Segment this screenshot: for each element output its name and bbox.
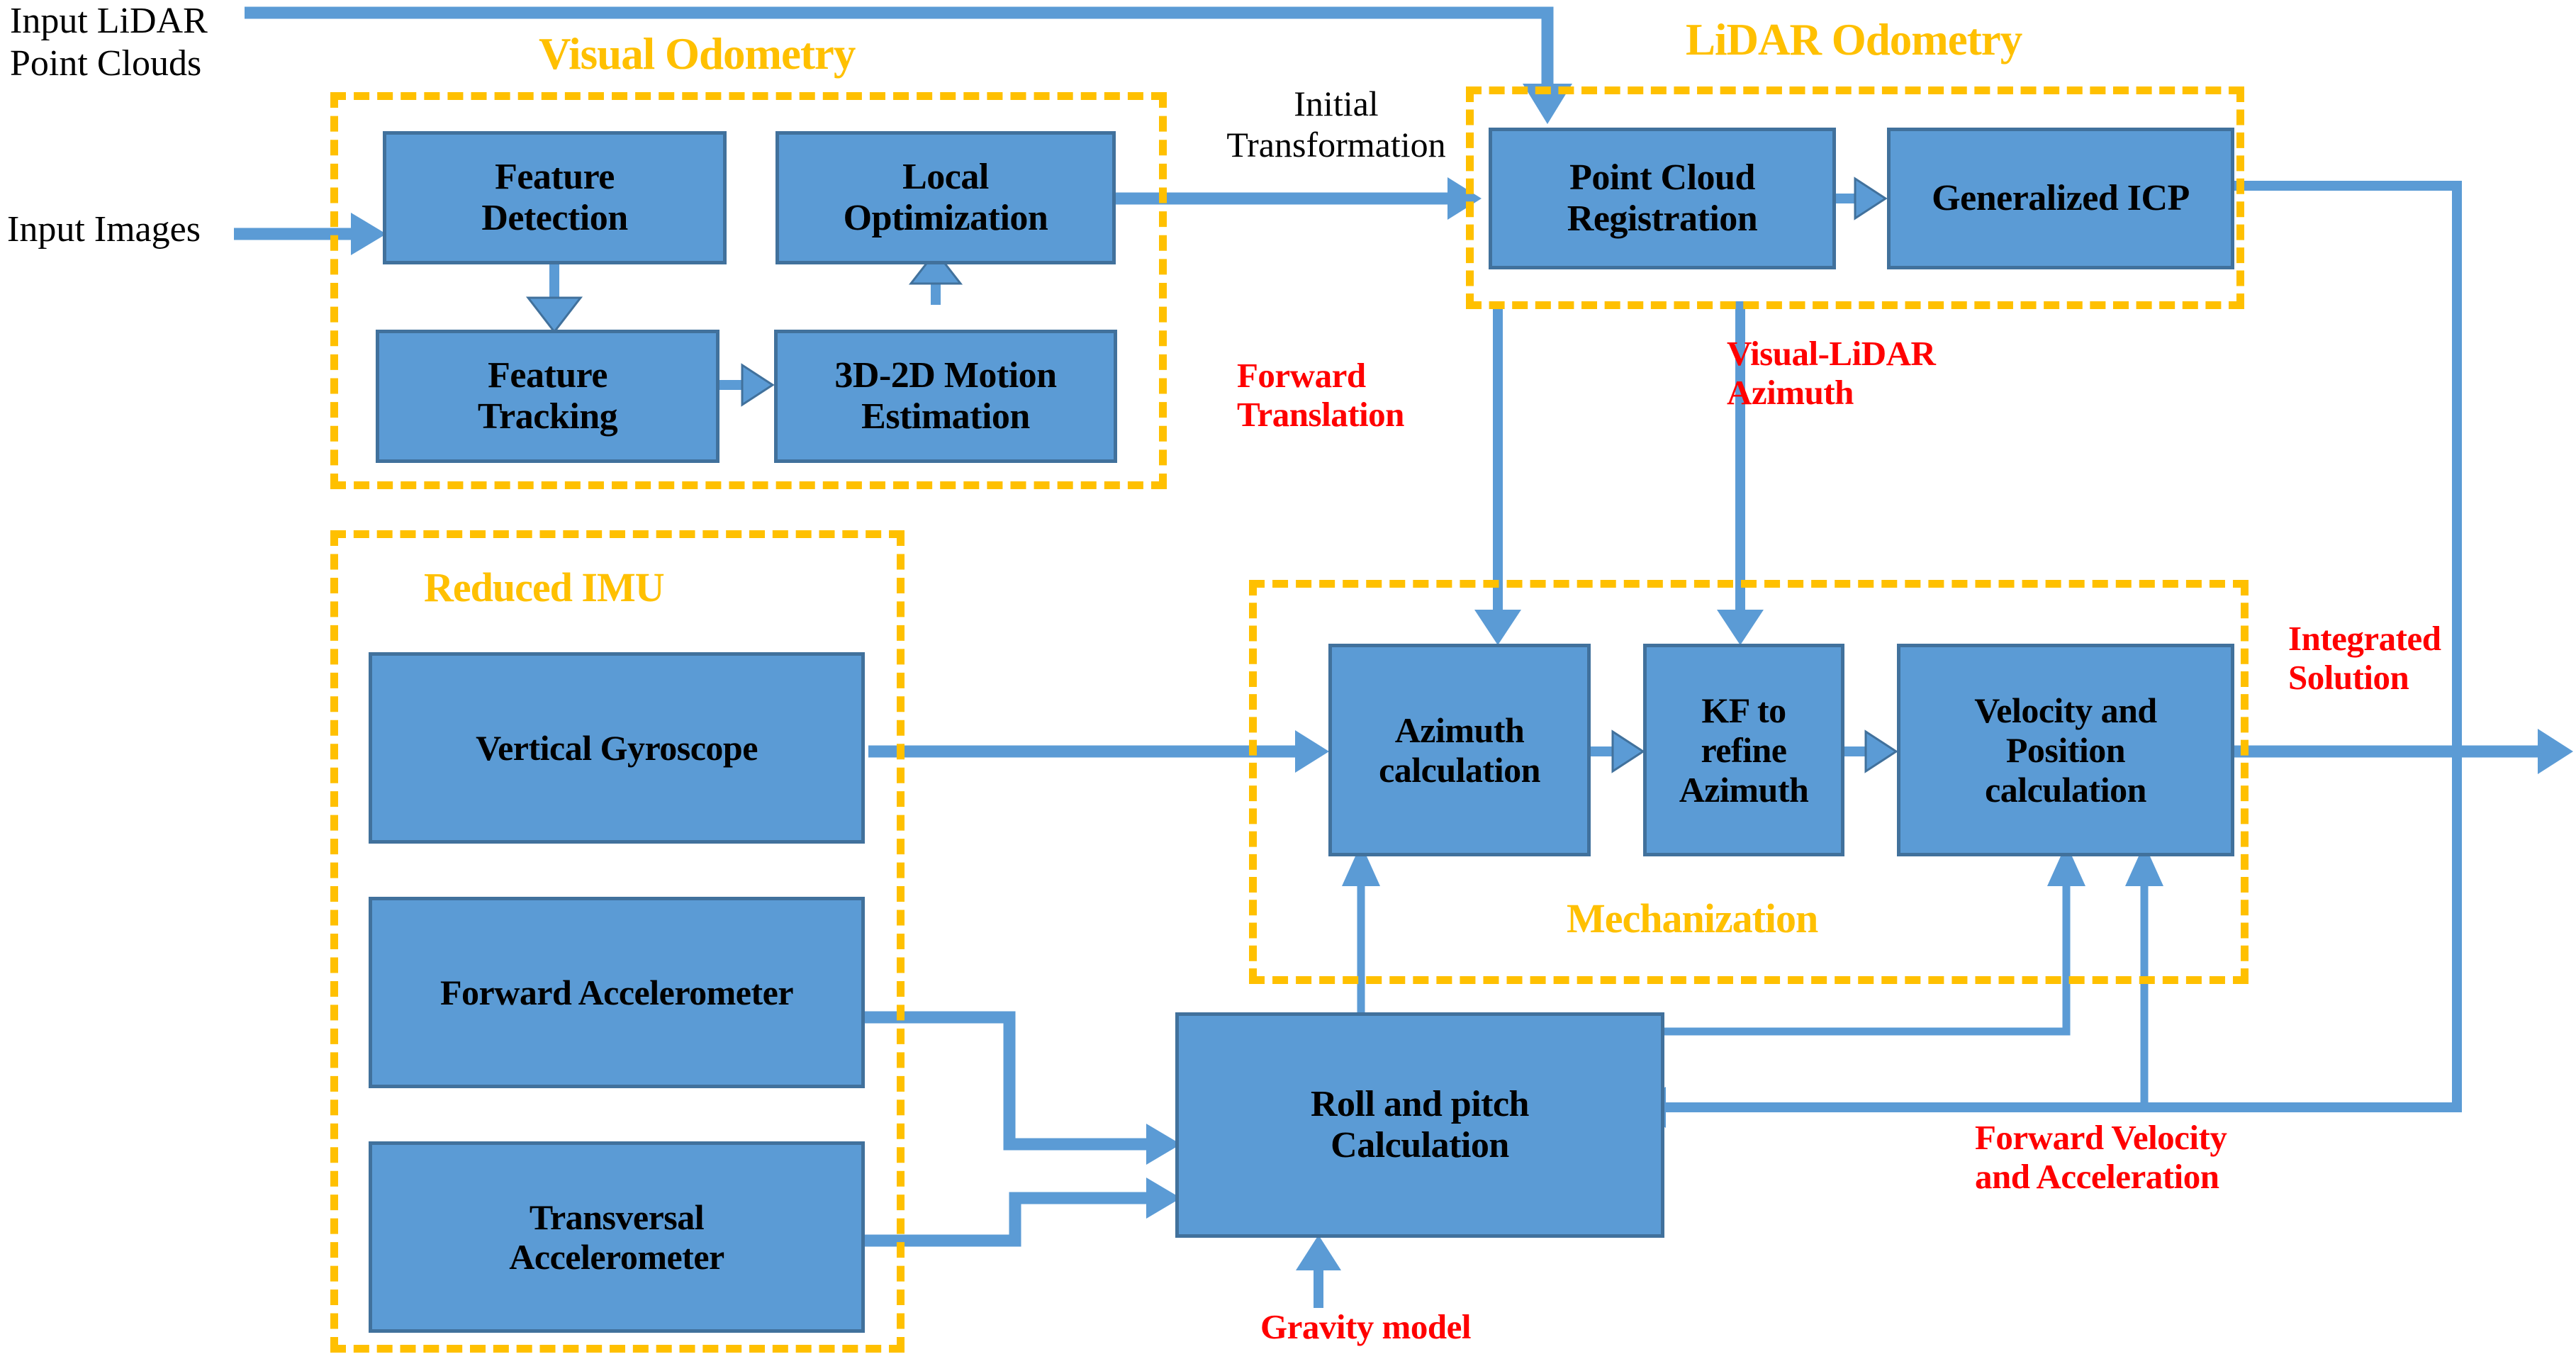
block-feature-tracking[interactable]: Feature Tracking — [376, 330, 719, 463]
arrowhead-gravity — [1296, 1235, 1341, 1270]
block-velocity-and-position-calculation[interactable]: Velocity and Position calculation — [1897, 644, 2234, 856]
group-title-reduced-imu: Reduced IMU — [424, 564, 665, 610]
arrowhead-azimuth-kf — [1611, 729, 1645, 773]
arrowhead-optimization-registration — [1447, 177, 1482, 220]
block-forward-accelerometer[interactable]: Forward Accelerometer — [369, 897, 865, 1088]
wire-transversal-accel-to-rollpitch — [861, 1192, 1148, 1247]
arrowhead-registration-icp — [1854, 177, 1888, 220]
wire-lidar-input-to-registration — [245, 6, 1554, 85]
arrowhead-tracking-motion — [741, 363, 775, 407]
arrowhead-motion-optimization — [908, 250, 963, 285]
wire-icp-to-right-bus — [1662, 181, 2462, 1112]
arrowhead-transversal-accel — [1146, 1178, 1181, 1219]
arrowhead-kf-velocity — [1864, 729, 1898, 773]
arrowhead-integrated-solution — [2538, 729, 2573, 774]
label-input-images: Input Images — [7, 209, 201, 250]
block-3d-2d-motion-estimation[interactable]: 3D-2D Motion Estimation — [774, 330, 1117, 463]
group-reduced-imu — [330, 530, 905, 1353]
label-initial-transformation: Initial Transformation — [1226, 84, 1446, 164]
label-forward-translation: Forward Translation — [1237, 356, 1404, 434]
group-lidar-odometry — [1466, 86, 2244, 309]
arrowhead-forward-accel — [1146, 1124, 1181, 1165]
arrowhead-gyro-azimuth — [1295, 730, 1329, 773]
arrowhead-rollpitch-azimuth — [1342, 844, 1380, 886]
arrowhead-detection-tracking — [525, 296, 583, 334]
group-title-mechanization: Mechanization — [1567, 895, 1818, 941]
arrowhead-images — [351, 213, 386, 255]
label-gravity-model: Gravity model — [1260, 1307, 1471, 1346]
wire-forward-accel-to-rollpitch — [861, 1011, 1148, 1151]
block-feature-detection[interactable]: Feature Detection — [383, 131, 727, 264]
arrowhead-rollpitch-velocity — [2047, 844, 2085, 886]
group-title-visual-odometry: Visual Odometry — [539, 29, 856, 79]
block-point-cloud-registration[interactable]: Point Cloud Registration — [1489, 128, 1836, 269]
block-azimuth-calculation[interactable]: Azimuth calculation — [1328, 644, 1591, 856]
arrowhead-forward-translation — [1474, 610, 1521, 645]
block-roll-and-pitch-calculation[interactable]: Roll and pitch Calculation — [1175, 1012, 1664, 1238]
block-vertical-gyroscope[interactable]: Vertical Gyroscope — [369, 652, 865, 844]
block-local-optimization[interactable]: Local Optimization — [775, 131, 1116, 264]
label-visual-lidar-azimuth: Visual-LiDAR Azimuth — [1727, 334, 1936, 412]
label-forward-velocity-acceleration: Forward Velocity and Acceleration — [1975, 1118, 2227, 1196]
block-transversal-accelerometer[interactable]: Transversal Accelerometer — [369, 1141, 865, 1333]
wire-rollpitch-to-velocity — [1662, 886, 2071, 1036]
group-mechanization — [1249, 580, 2249, 984]
block-kf-to-refine-azimuth[interactable]: KF to refine Azimuth — [1643, 644, 1844, 856]
arrowhead-forward-velocity-feedback — [2125, 844, 2163, 886]
label-integrated-solution: Integrated Solution — [2288, 619, 2441, 697]
arrowhead-visual-lidar-azimuth — [1717, 610, 1764, 645]
block-generalized-icp[interactable]: Generalized ICP — [1887, 128, 2234, 269]
group-visual-odometry — [330, 92, 1167, 489]
group-title-lidar-odometry: LiDAR Odometry — [1686, 15, 2022, 65]
label-input-lidar-point-clouds: Input LiDAR Point Clouds — [10, 1, 208, 84]
